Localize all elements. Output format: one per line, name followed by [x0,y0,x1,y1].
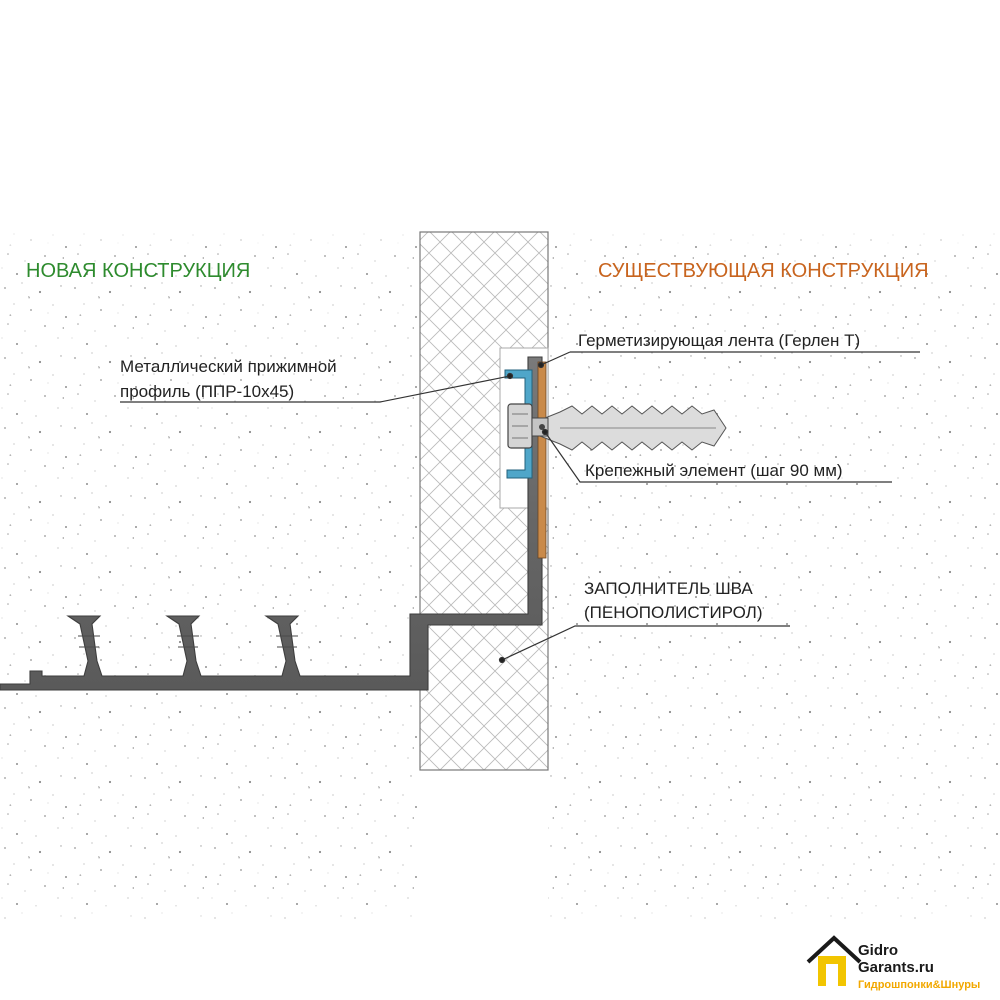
logo-line2: Garants.ru [858,959,934,976]
sealing-tape [537,361,547,559]
metal-profile-label-line1: Металлический прижимной [120,357,337,376]
existing-concrete [548,232,1000,920]
metal-profile-label-line2: профиль (ППР-10х45) [120,382,294,401]
logo-line1: Gidro [858,942,898,959]
sealing-tape-label: Герметизирующая лента (Герлен Т) [578,331,860,350]
existing-construction-heading: СУЩЕСТВУЮЩАЯ КОНСТРУКЦИЯ [598,260,929,282]
leader-lines [120,351,920,664]
new-concrete [0,232,420,920]
new-construction-heading: НОВАЯ КОНСТРУКЦИЯ [26,260,250,282]
joint-filler-label-line1: ЗАПОЛНИТЕЛЬ ШВА [584,579,753,598]
fastener-label: Крепежный элемент (шаг 90 мм) [585,461,843,480]
logo-tagline: Гидрошпонки&Шнуры [858,979,980,991]
joint-filler-label-line2: (ПЕНОПОЛИСТИРОЛ) [584,603,762,622]
anchor-dowel [539,405,727,451]
gidrogarants-logo: Gidro Garants.ru Гидрошпонки&Шнуры [806,935,980,991]
bolt-head [507,403,549,449]
